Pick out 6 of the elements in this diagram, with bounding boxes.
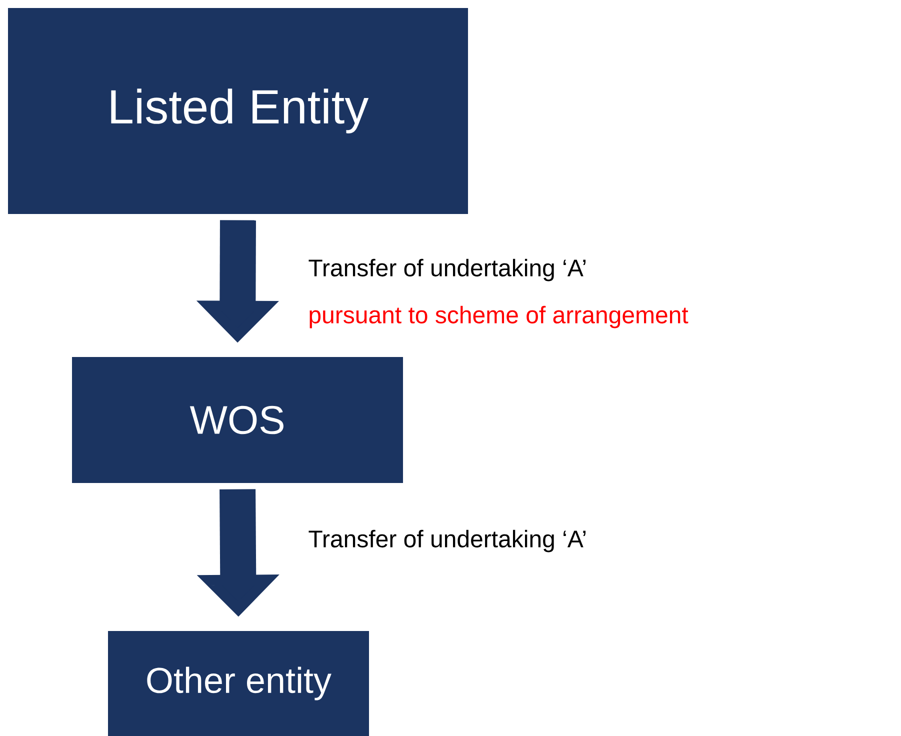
entity-box: Other entity	[108, 631, 369, 736]
entity-box: Listed Entity	[8, 8, 468, 214]
note-text: pursuant to scheme of arrangement	[310, 306, 688, 328]
edge-label: Transfer of undertaking ‘A’	[308, 258, 586, 282]
edge-label: Transfer of undertaking ‘A’	[308, 530, 586, 552]
entity-box: WOS	[72, 357, 403, 483]
